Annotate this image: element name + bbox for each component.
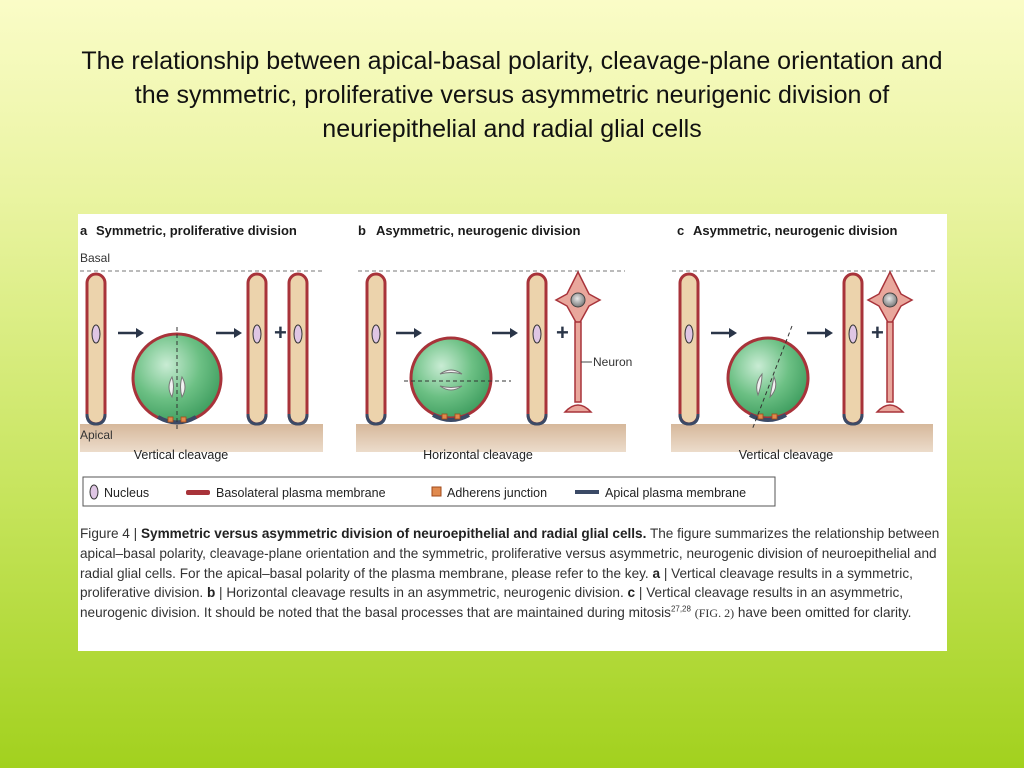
daughter-cell	[246, 272, 268, 426]
adherens-junction-icon	[431, 486, 442, 497]
panel-b-cleavage: Horizontal cleavage	[423, 448, 533, 462]
basal-label: Basal	[80, 251, 110, 265]
caption-a-label: a	[652, 565, 661, 581]
plus-sign: +	[556, 320, 569, 345]
panel-c-letter: c	[677, 223, 684, 238]
caption-c-text: | Vertical cleavage results in an asymme…	[80, 585, 904, 621]
figure-illustration: a Symmetric, proliferative division Basa…	[80, 223, 938, 507]
caption-fig-ref[interactable]: (FIG. 2)	[694, 606, 735, 621]
arrow-icon	[216, 328, 242, 338]
figure-key: Nucleus Basolateral plasma membrane Adhe…	[82, 476, 776, 507]
figure-caption: Figure 4 | Symmetric versus asymmetric d…	[80, 524, 944, 624]
apical-ground	[80, 424, 323, 452]
panel-b-heading: Asymmetric, neurogenic division	[376, 223, 581, 238]
apical-membrane-icon	[575, 490, 599, 494]
nucleus-icon	[293, 324, 303, 344]
epithelial-cell	[678, 272, 700, 426]
caption-a-text: | Vertical cleavage results in a symmetr…	[80, 565, 913, 601]
caption-c-label: c	[627, 585, 636, 601]
arrow-icon	[396, 328, 422, 338]
nucleus-icon	[684, 324, 694, 344]
caption-b-text: | Horizontal cleavage results in an asym…	[219, 585, 624, 601]
nucleus-icon	[371, 324, 381, 344]
arrow-icon	[711, 328, 737, 338]
adherens-junction-icon	[454, 413, 461, 420]
panel-a-cleavage: Vertical cleavage	[134, 448, 229, 462]
caption-tail: have been omitted for clarity.	[737, 605, 912, 621]
daughter-cell	[526, 272, 548, 426]
dividing-cell	[131, 327, 223, 432]
nucleus-icon	[252, 324, 262, 344]
caption-intro: The figure summarizes the relationship b…	[80, 526, 940, 581]
key-nucleus: Nucleus	[104, 486, 149, 500]
neuron-icon	[866, 270, 914, 413]
panel-a-heading: Symmetric, proliferative division	[96, 223, 297, 238]
arrow-icon	[492, 328, 518, 338]
key-adherens: Adherens junction	[447, 486, 547, 500]
panel-c: c Asymmetric, neurogenic division	[671, 223, 938, 462]
panel-b: b Asymmetric, neurogenic division	[356, 223, 632, 462]
apical-label: Apical	[80, 428, 113, 442]
caption-figure-label: Figure 4 |	[80, 526, 138, 541]
nucleus-icon	[91, 324, 101, 344]
adherens-junction-icon	[180, 416, 187, 423]
apical-ground	[356, 424, 626, 452]
panel-a: a Symmetric, proliferative division Basa…	[80, 223, 323, 462]
panel-c-cleavage: Vertical cleavage	[739, 448, 834, 462]
panel-c-heading: Asymmetric, neurogenic division	[693, 223, 898, 238]
caption-refs: 27,28	[670, 604, 691, 614]
apical-ground	[671, 424, 933, 452]
cleavage-plane	[751, 325, 793, 431]
neuron-label: Neuron	[593, 355, 632, 369]
caption-title: Symmetric versus asymmetric division of …	[140, 526, 647, 541]
nucleus-icon	[89, 484, 99, 500]
basolateral-membrane-icon	[186, 490, 210, 495]
key-basolateral: Basolateral plasma membrane	[216, 486, 386, 500]
adherens-junction-icon	[771, 413, 778, 420]
epithelial-cell	[365, 272, 387, 426]
daughter-cell	[842, 272, 864, 426]
adherens-junction-icon	[441, 413, 448, 420]
arrow-icon	[807, 328, 833, 338]
plus-sign: +	[871, 320, 884, 345]
nucleus-icon	[848, 324, 858, 344]
plus-sign: +	[274, 320, 287, 345]
panel-b-letter: b	[358, 223, 366, 238]
dividing-cell	[726, 325, 810, 431]
nucleus-icon	[532, 324, 542, 344]
adherens-junction-icon	[757, 413, 764, 420]
daughter-cell	[287, 272, 309, 426]
dividing-cell	[404, 336, 511, 422]
figure-panel: a Symmetric, proliferative division Basa…	[78, 214, 947, 651]
panel-a-letter: a	[80, 223, 88, 238]
caption-b-label: b	[206, 585, 216, 601]
arrow-icon	[118, 328, 144, 338]
slide-title: The relationship between apical-basal po…	[81, 47, 943, 143]
key-apical: Apical plasma membrane	[605, 486, 746, 500]
adherens-junction-icon	[167, 416, 174, 423]
epithelial-cell	[85, 272, 107, 426]
